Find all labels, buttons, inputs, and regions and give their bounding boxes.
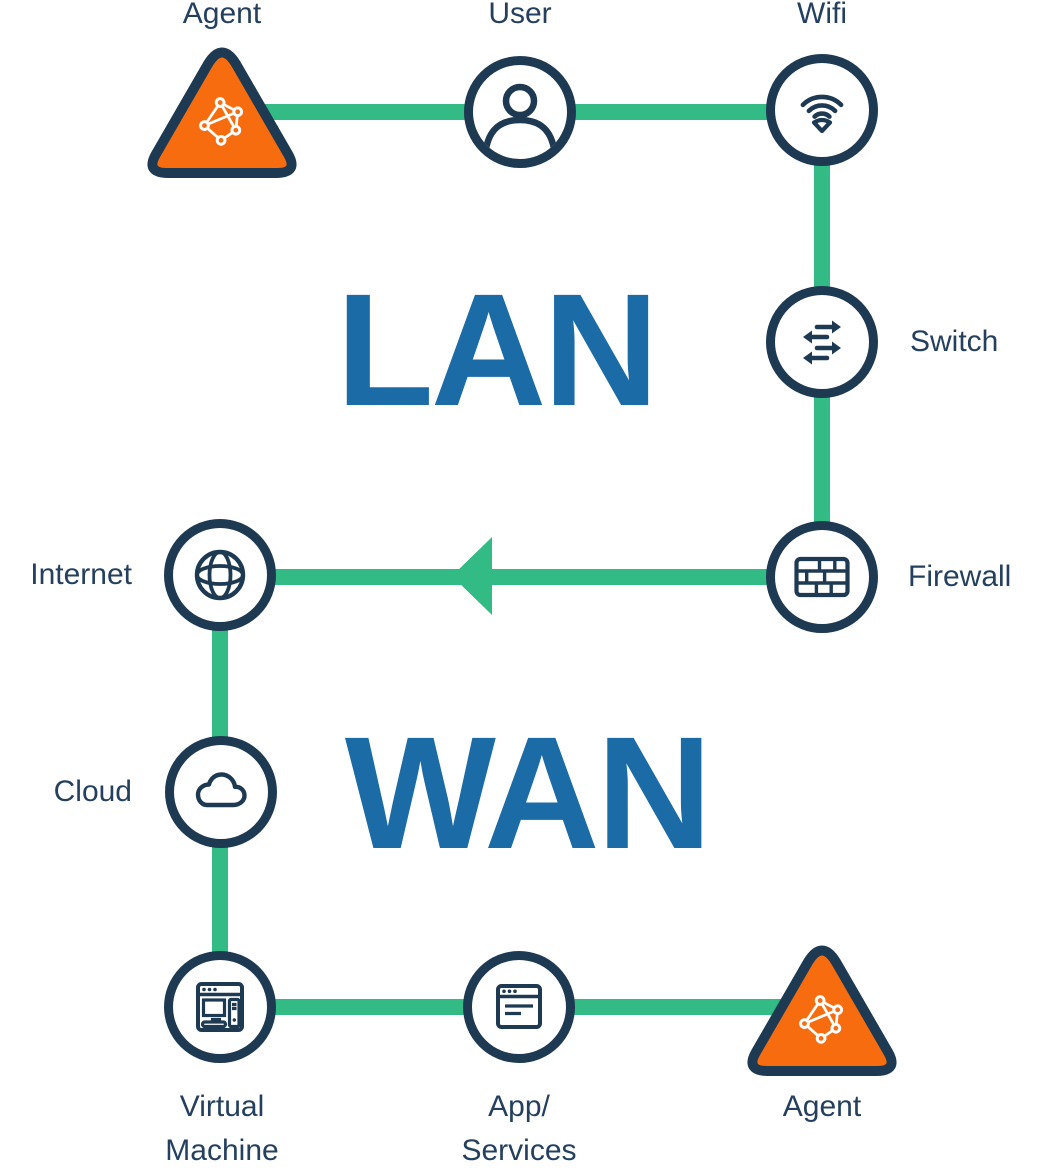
node-internet xyxy=(164,519,276,631)
wifi-icon xyxy=(800,94,844,134)
node-agent-bottom xyxy=(744,936,900,1080)
label-app-services: App/ Services xyxy=(461,1090,577,1167)
node-user xyxy=(464,56,576,168)
node-agent-top xyxy=(144,38,300,182)
label-internet: Internet xyxy=(30,558,132,591)
mesh-network-icon xyxy=(199,97,244,146)
lan-zone-label: LAN xyxy=(336,260,659,439)
label-agent-top: Agent xyxy=(182,0,262,30)
left-arrow-icon xyxy=(452,537,492,615)
brick-wall-icon xyxy=(794,556,850,598)
agent-triangle-icon xyxy=(747,945,897,1076)
globe-icon xyxy=(194,549,246,601)
label-wifi: Wifi xyxy=(797,0,847,30)
cloud-icon xyxy=(195,772,247,808)
user-icon xyxy=(481,83,559,158)
label-switch: Switch xyxy=(910,325,999,358)
node-switch xyxy=(766,286,878,398)
switch-arrows-icon xyxy=(803,320,841,365)
label-user: User xyxy=(488,0,552,30)
label-virtual-machine: Virtual Machine xyxy=(165,1090,279,1167)
label-agent-bottom: Agent xyxy=(782,1090,862,1123)
node-firewall xyxy=(766,521,878,633)
node-wifi xyxy=(766,54,878,166)
app-window-icon xyxy=(496,984,542,1029)
node-cloud xyxy=(165,736,277,848)
mesh-network-icon xyxy=(799,995,844,1044)
node-virtual-machine xyxy=(164,951,276,1063)
connector-firewall-internet xyxy=(220,569,822,585)
agent-triangle-icon xyxy=(147,47,297,178)
wan-zone-label: WAN xyxy=(344,703,712,882)
label-firewall: Firewall xyxy=(908,560,1012,593)
node-app-services xyxy=(463,951,575,1063)
vm-window-icon xyxy=(196,982,244,1032)
label-cloud: Cloud xyxy=(53,775,132,808)
